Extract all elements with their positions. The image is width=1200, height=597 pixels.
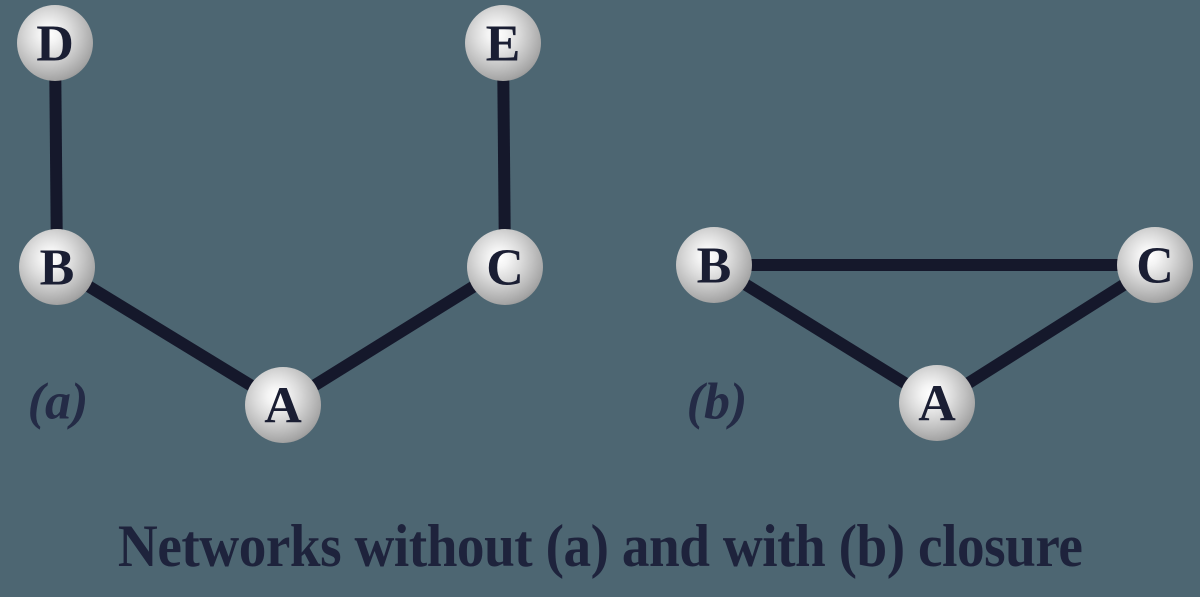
node-b-panel-b[interactable]: B	[676, 227, 752, 303]
figure-caption-text: Networks without (a) and with (b) closur…	[117, 513, 1083, 579]
panel-label-b: (b)	[687, 374, 748, 431]
nodes-layer: D E B C A B C A	[17, 5, 1193, 443]
edges-layer	[49, 42, 1159, 411]
panel-label-a: (a)	[28, 374, 89, 431]
node-sphere	[899, 365, 975, 441]
node-c-panel-a[interactable]: C	[467, 229, 543, 305]
edge-b-a	[710, 259, 941, 409]
node-label: A	[264, 378, 302, 435]
node-sphere	[676, 227, 752, 303]
node-sphere	[465, 5, 541, 81]
node-sphere	[19, 229, 95, 305]
node-label: B	[697, 238, 732, 295]
node-sphere	[1117, 227, 1193, 303]
node-a-panel-b[interactable]: A	[899, 365, 975, 441]
node-sphere	[467, 229, 543, 305]
node-sphere	[17, 5, 93, 81]
node-c-panel-b[interactable]: C	[1117, 227, 1193, 303]
node-label: A	[918, 376, 956, 433]
node-d-panel-a[interactable]: D	[17, 5, 93, 81]
node-label: D	[36, 16, 74, 73]
node-a-panel-a[interactable]: A	[245, 367, 321, 443]
figure-caption: Networks without (a) and with (b) closur…	[0, 508, 1200, 584]
edge-a-c	[933, 259, 1159, 409]
node-label: C	[1136, 238, 1174, 295]
node-label: E	[486, 16, 521, 73]
node-b-panel-a[interactable]: B	[19, 229, 95, 305]
edge-b-a	[53, 261, 287, 411]
panel-labels-layer: (a) (b)	[28, 374, 748, 431]
node-label: B	[40, 240, 75, 297]
node-sphere	[245, 367, 321, 443]
node-label: C	[486, 240, 524, 297]
edge-a-c	[279, 261, 509, 411]
node-e-panel-a[interactable]: E	[465, 5, 541, 81]
